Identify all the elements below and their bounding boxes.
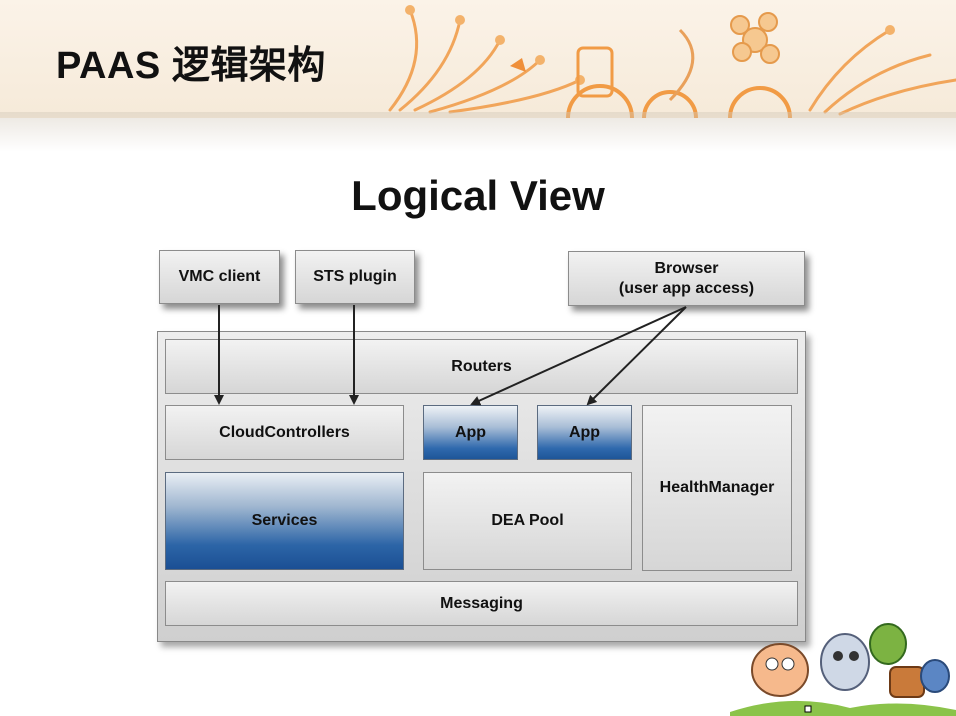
messaging-label: Messaging (440, 594, 523, 612)
app-label-1: App (454, 423, 487, 441)
cloud-controllers-box: CloudControllers (165, 405, 404, 460)
services-box: Services (165, 472, 404, 570)
slide-header: PAAS 逻辑架构 (0, 0, 956, 118)
sts-plugin-box: STS plugin (295, 250, 415, 304)
routers-label: Routers (451, 357, 512, 375)
browser-sublabel: (user app access) (618, 279, 755, 297)
routers-box: Routers (165, 339, 798, 394)
slide-title: PAAS 逻辑架构 (56, 45, 326, 87)
header-shadow (0, 112, 956, 152)
health-manager-label: HealthManager (659, 479, 775, 496)
app-box-1: App (423, 405, 518, 460)
browser-label: Browser (654, 259, 719, 277)
services-label: Services (251, 512, 318, 529)
dea-pool-label: DEA Pool (491, 512, 564, 529)
sts-plugin-label: STS plugin (313, 268, 397, 285)
messaging-box: Messaging (165, 581, 798, 626)
vmc-client-box: VMC client (159, 250, 280, 304)
app-label-2: App (568, 423, 601, 441)
browser-box: Browser (user app access) (568, 251, 805, 306)
decorative-flowers-icon (388, 5, 956, 118)
mascot-characters-icon (730, 623, 956, 716)
dea-pool-box: DEA Pool (423, 472, 632, 570)
vmc-client-label: VMC client (178, 268, 261, 285)
diagram-title: Logical View (351, 172, 605, 219)
cloud-controllers-label: CloudControllers (219, 423, 350, 441)
health-manager-box: HealthManager (642, 405, 792, 571)
app-box-2: App (537, 405, 632, 460)
